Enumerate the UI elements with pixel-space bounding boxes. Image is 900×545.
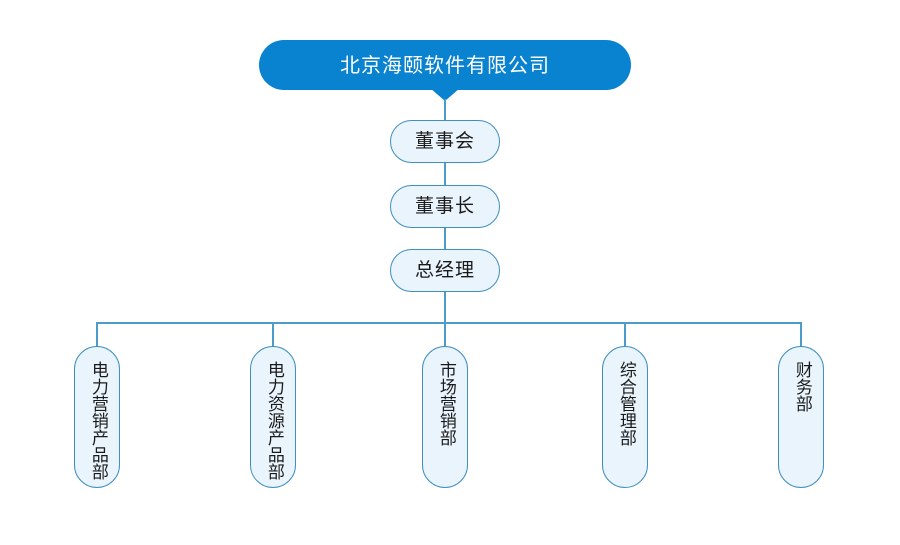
connector-bus-to-dept-4: [624, 322, 626, 349]
connector-bus-to-dept-2: [272, 322, 274, 349]
connector-chairman-to-gm: [444, 228, 446, 249]
connector-bus-to-dept-5: [800, 322, 802, 349]
connector-gm-to-bus: [444, 292, 446, 323]
org-node-board-label: 董事会: [414, 130, 475, 152]
org-node-dept-power-marketing-product-label: 电力营销产品部: [87, 361, 108, 480]
org-node-chairman[interactable]: 董事长: [390, 185, 500, 228]
org-node-general-manager-label: 总经理: [414, 259, 475, 281]
org-node-dept-power-marketing-product[interactable]: 电力营销产品部: [74, 346, 120, 488]
org-node-dept-finance-label: 财务部: [791, 361, 812, 412]
org-node-general-manager[interactable]: 总经理: [390, 249, 500, 292]
org-node-dept-power-resource-product-label: 电力资源产品部: [263, 361, 284, 480]
org-node-dept-finance[interactable]: 财务部: [778, 346, 824, 488]
connector-horizontal-bus: [97, 322, 802, 324]
org-node-chairman-label: 董事长: [414, 195, 475, 217]
connector-company-to-board: [444, 99, 446, 121]
connector-bus-to-dept-1: [96, 322, 98, 349]
org-node-dept-market-marketing-label: 市场营销部: [435, 361, 456, 446]
connector-board-to-chairman: [444, 163, 446, 185]
org-node-company[interactable]: 北京海颐软件有限公司: [259, 40, 631, 90]
org-node-dept-general-management[interactable]: 综合管理部: [602, 346, 648, 488]
org-node-dept-general-management-label: 综合管理部: [615, 361, 636, 446]
org-node-dept-market-marketing[interactable]: 市场营销部: [422, 346, 468, 488]
connector-bus-to-dept-3: [444, 322, 446, 349]
org-node-board[interactable]: 董事会: [390, 120, 500, 163]
org-node-dept-power-resource-product[interactable]: 电力资源产品部: [250, 346, 296, 488]
root-node-notch-icon: [430, 88, 460, 101]
org-node-company-label: 北京海颐软件有限公司: [340, 53, 550, 77]
